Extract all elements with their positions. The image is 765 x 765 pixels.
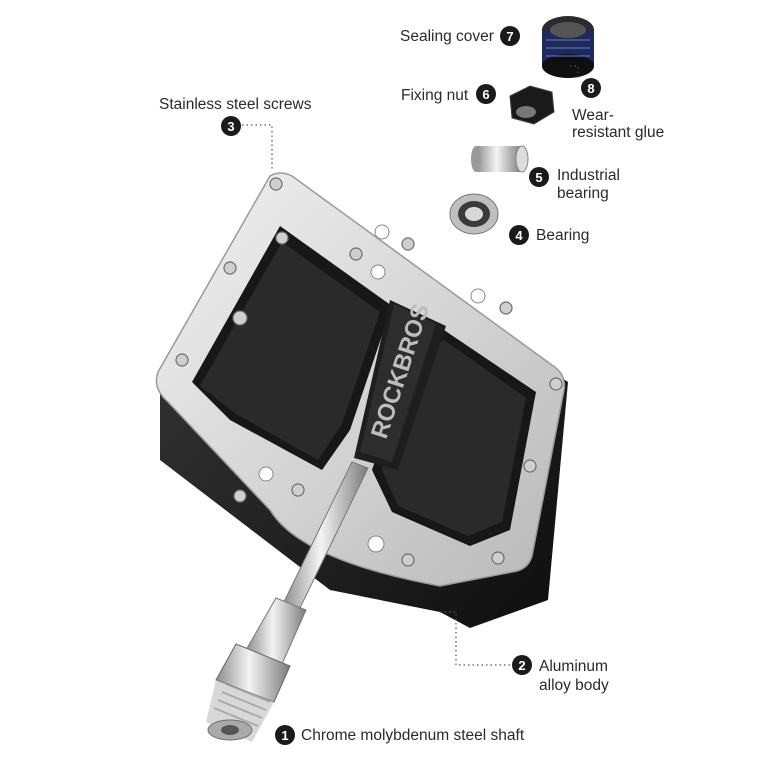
frame-screws [175, 177, 563, 567]
label-chrome-shaft: Chrome molybdenum steel shaft [301, 727, 525, 744]
fixing-nut-part [509, 85, 555, 125]
label-industrial-line1: Industrial [557, 167, 620, 184]
label-wear-resistant-line2: resistant glue [572, 124, 665, 141]
badge-8: 8 [581, 78, 601, 98]
label-sealing-cover: Sealing cover [400, 28, 494, 45]
label-stainless-screws: Stainless steel screws [159, 96, 312, 113]
badge-3: 3 [221, 116, 241, 136]
badge-2: 2 [512, 655, 532, 675]
pedal-body [155, 172, 568, 628]
shaft [206, 461, 369, 742]
label-aluminum-line1: Aluminum [539, 658, 608, 675]
frame-holes [258, 224, 486, 553]
badge-6: 6 [476, 84, 496, 104]
badge-7: 7 [500, 26, 520, 46]
label-aluminum-line2: alloy body [539, 677, 609, 694]
sealing-cover-part [542, 16, 594, 78]
bearing-part [449, 193, 499, 235]
leader-lines [242, 65, 579, 666]
label-fixing-nut: Fixing nut [401, 87, 469, 104]
label-industrial-line2: bearing [557, 185, 609, 202]
industrial-bearing-part [471, 145, 529, 173]
label-bearing: Bearing [536, 227, 590, 244]
badge-4: 4 [509, 225, 529, 245]
label-wear-resistant-line1: Wear- [572, 107, 614, 124]
badge-1: 1 [275, 725, 295, 745]
badge-5: 5 [529, 167, 549, 187]
